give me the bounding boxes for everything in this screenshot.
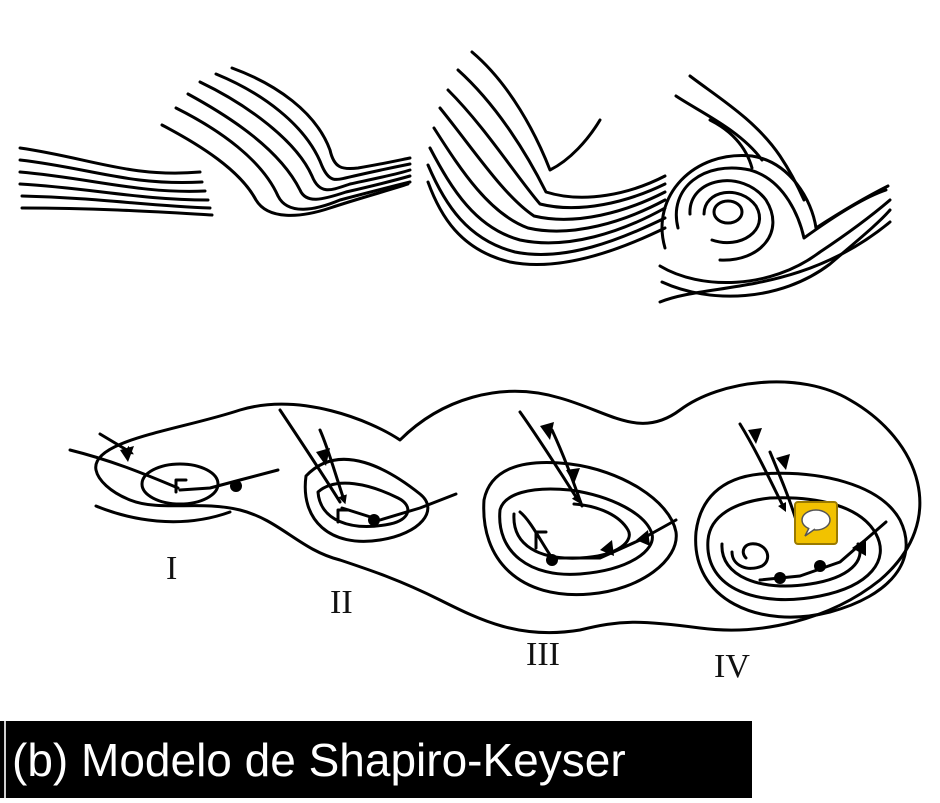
stage-label-1: I [166, 552, 177, 586]
stage-label-4: IV [714, 650, 750, 684]
streamline-panel-4 [660, 76, 890, 302]
stage-label-2: II [330, 586, 353, 620]
caption-divider [4, 721, 6, 798]
caption-bar: (b) Modelo de Shapiro-Keyser [0, 721, 752, 798]
speech-bubble-icon[interactable] [793, 500, 839, 546]
streamline-panel-1 [20, 148, 212, 215]
figure-caption: (b) Modelo de Shapiro-Keyser [12, 733, 626, 787]
stage-label-3: III [526, 638, 560, 672]
streamline-panel-3 [428, 52, 665, 264]
streamline-panel-2 [162, 68, 410, 215]
